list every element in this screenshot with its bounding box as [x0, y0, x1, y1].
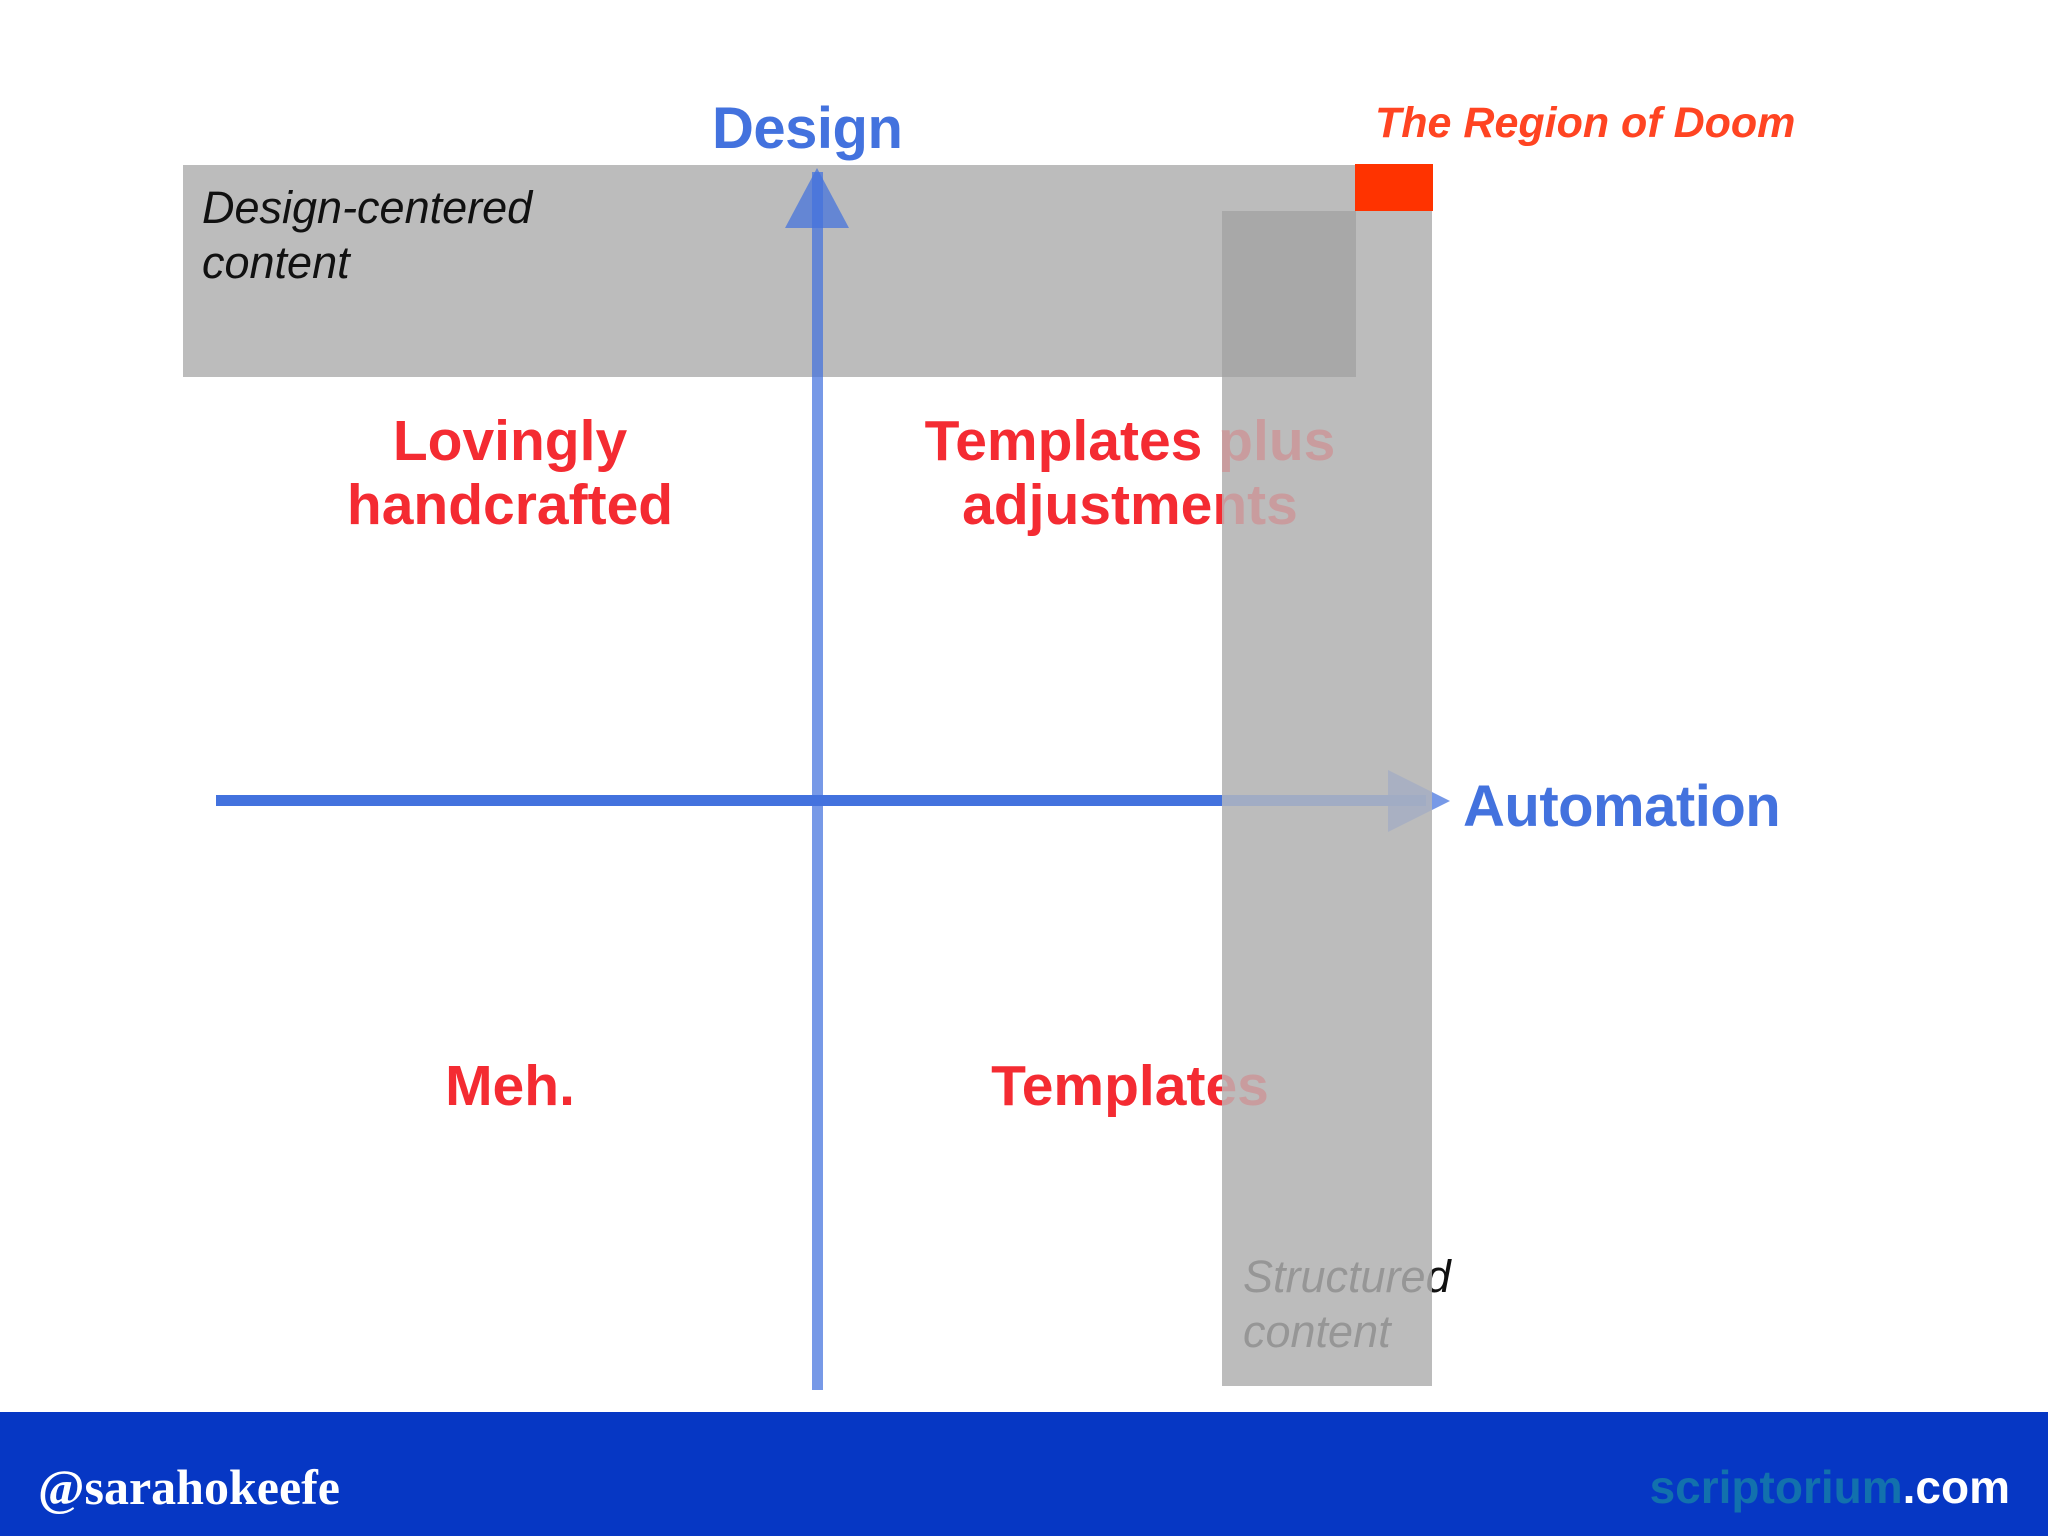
band-overlap-region	[1222, 211, 1356, 377]
site-tld-text: .com	[1902, 1461, 2010, 1513]
site-url: scriptorium.com	[1650, 1460, 2010, 1514]
footer-banner	[0, 1412, 2048, 1536]
design-axis-label: Design	[712, 96, 903, 161]
automation-axis-line	[216, 795, 1426, 806]
author-handle: @sarahokeefe	[38, 1459, 341, 1515]
region-of-doom-label: The Region of Doom	[1375, 99, 1796, 147]
region-of-doom-swatch	[1355, 164, 1433, 211]
design-centered-content-note: Design-centered content	[202, 182, 533, 288]
quadrant-label-lovingly-handcrafted: Lovingly handcrafted	[346, 409, 674, 537]
automation-axis-label: Automation	[1463, 774, 1781, 839]
quadrant-label-meh: Meh.	[445, 1054, 575, 1118]
structured-band-overlay-lower	[1222, 377, 1432, 1386]
design-axis-arrowhead-icon	[785, 168, 849, 228]
site-brand-text: scriptorium	[1649, 1461, 1903, 1513]
design-axis-line	[812, 172, 823, 1390]
